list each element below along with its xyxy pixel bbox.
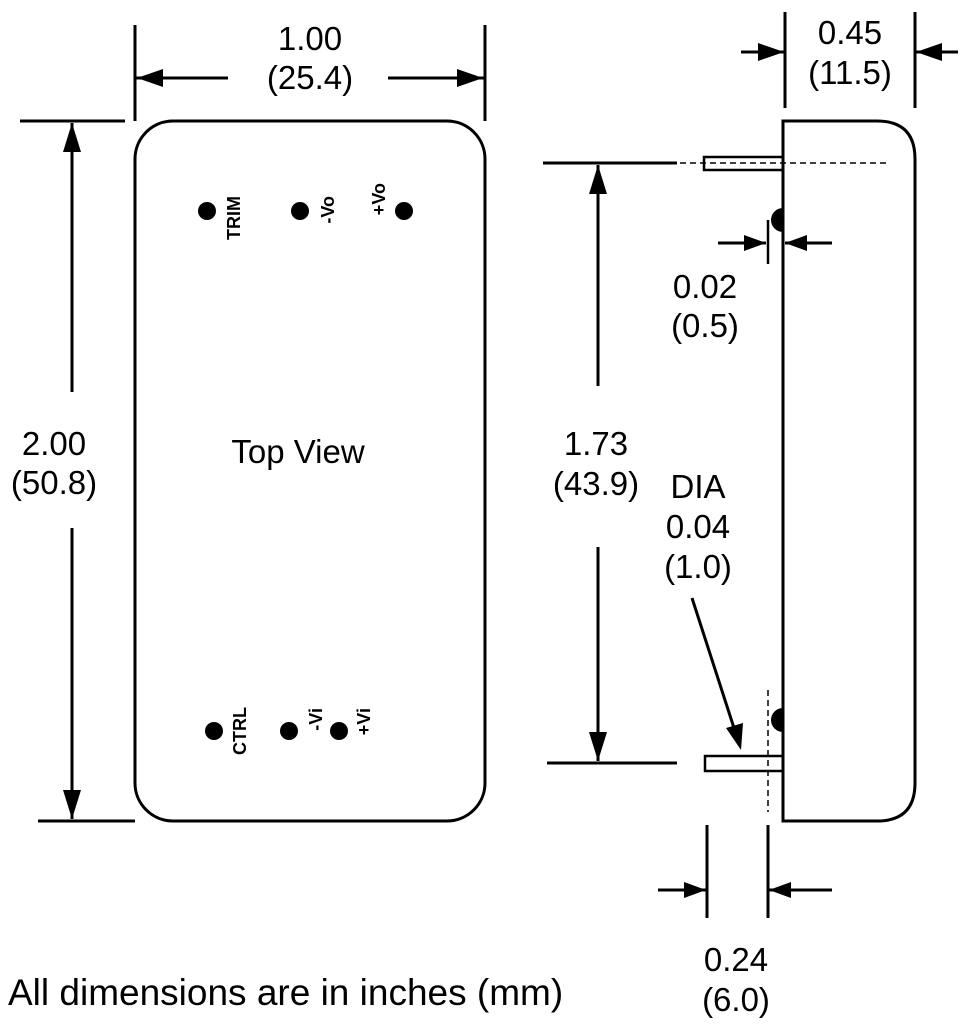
standoff-inches: 0.02 <box>673 268 737 305</box>
pin-length-inches: 0.24 <box>704 941 768 978</box>
pin-minus-vi-label: -Vi <box>306 708 326 731</box>
thickness-inches: 0.45 <box>818 14 882 51</box>
pin-dia-inches: 0.04 <box>666 508 730 545</box>
thickness-dimension: 0.45 (11.5) <box>741 12 958 108</box>
height-inches: 2.00 <box>22 425 86 462</box>
height-mm: (50.8) <box>11 464 97 501</box>
pin-plus-vi-dot <box>330 722 348 740</box>
pin-spacing-mm: (43.9) <box>553 465 639 502</box>
standoff-top <box>771 208 783 232</box>
width-inches: 1.00 <box>278 20 342 57</box>
width-mm: (25.4) <box>267 59 353 96</box>
pin-diameter-callout: DIA 0.04 (1.0) <box>664 468 743 750</box>
pin-minus-vo-dot <box>291 202 309 220</box>
pin-length-mm: (6.0) <box>702 981 770 1018</box>
pin-plus-vo-label: +Vo <box>369 183 389 215</box>
pin-ctrl-label: CTRL <box>230 707 250 755</box>
top-view-label: Top View <box>231 433 364 470</box>
height-dimension: 2.00 (50.8) <box>11 119 135 823</box>
width-dimension: 1.00 (25.4) <box>133 20 487 121</box>
pin-plus-vi-label: +Vi <box>354 708 374 735</box>
pin-dia-mm: (1.0) <box>664 548 732 585</box>
top-pins: TRIM -Vo +Vo <box>198 183 413 240</box>
pin-length-dimension: 0.24 (6.0) <box>658 825 832 1018</box>
thickness-mm: (11.5) <box>808 54 892 91</box>
pin-trim-label: TRIM <box>224 196 244 240</box>
pin-plus-vo-dot <box>395 202 413 220</box>
side-view-outline <box>781 119 917 823</box>
pin-spacing-dimension: 1.73 (43.9) <box>543 161 677 765</box>
pin-minus-vo-label: -Vo <box>318 196 338 224</box>
bottom-pins: CTRL -Vi +Vi <box>205 707 374 755</box>
pin-dia-label: DIA <box>670 468 725 505</box>
pin-trim-dot <box>198 202 216 220</box>
pin-ctrl-dot <box>205 722 223 740</box>
pin-spacing-inches: 1.73 <box>564 425 628 462</box>
bottom-pin-side <box>703 754 785 773</box>
standoff-mm: (0.5) <box>671 307 739 344</box>
standoff-dimension: 0.02 (0.5) <box>671 220 832 344</box>
top-view-outline <box>133 119 487 823</box>
units-note: All dimensions are in inches (mm) <box>8 972 563 1013</box>
pin-minus-vi-dot <box>280 722 298 740</box>
standoff-bottom <box>771 708 783 732</box>
